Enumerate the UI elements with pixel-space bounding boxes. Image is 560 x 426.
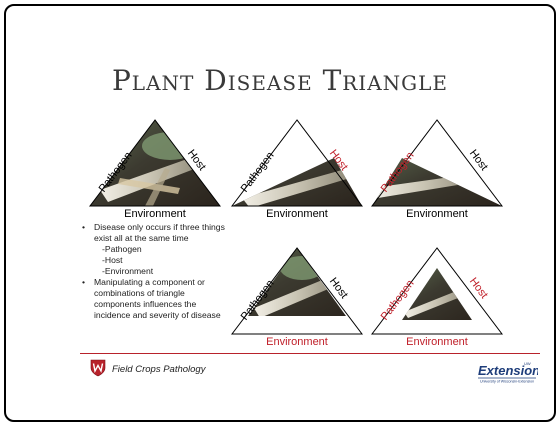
sub-item: -Environment bbox=[80, 266, 230, 277]
host-label: Host bbox=[467, 148, 490, 173]
host-label: Host bbox=[467, 276, 490, 301]
extension-logo-text: Extension bbox=[478, 363, 538, 378]
extension-logo-subtext: University of Wisconsin-Extension bbox=[480, 380, 534, 384]
environment-label: Environment bbox=[124, 208, 186, 220]
triangle-full: Pathogen Host Environment bbox=[90, 118, 220, 218]
environment-label: Environment bbox=[406, 336, 468, 348]
triangle-pathogen-highlight: Pathogen Host Environment bbox=[372, 118, 502, 218]
environment-label: Environment bbox=[406, 208, 468, 220]
environment-label: Environment bbox=[266, 336, 328, 348]
triangle-host-highlight: Pathogen Host Environment bbox=[232, 118, 362, 218]
bullet-item: Manipulating a component or combinations… bbox=[80, 277, 230, 321]
triangle-all-highlight: Pathogen Host Environment bbox=[372, 246, 502, 346]
sub-item: -Host bbox=[80, 255, 230, 266]
bullet-list: Disease only occurs if three things exis… bbox=[80, 222, 230, 321]
footer-org: Field Crops Pathology bbox=[112, 364, 205, 375]
footer-divider bbox=[80, 353, 540, 354]
uw-crest-icon bbox=[90, 359, 106, 382]
slide-title: Plant Disease Triangle bbox=[0, 64, 560, 97]
bullet-item: Disease only occurs if three things exis… bbox=[80, 222, 230, 244]
extension-logo: UW Extension University of Wisconsin-Ext… bbox=[476, 360, 538, 389]
sub-item: -Pathogen bbox=[80, 244, 230, 255]
triangle-environment-highlight: Pathogen Host Environment bbox=[232, 246, 362, 346]
environment-label: Environment bbox=[266, 208, 328, 220]
